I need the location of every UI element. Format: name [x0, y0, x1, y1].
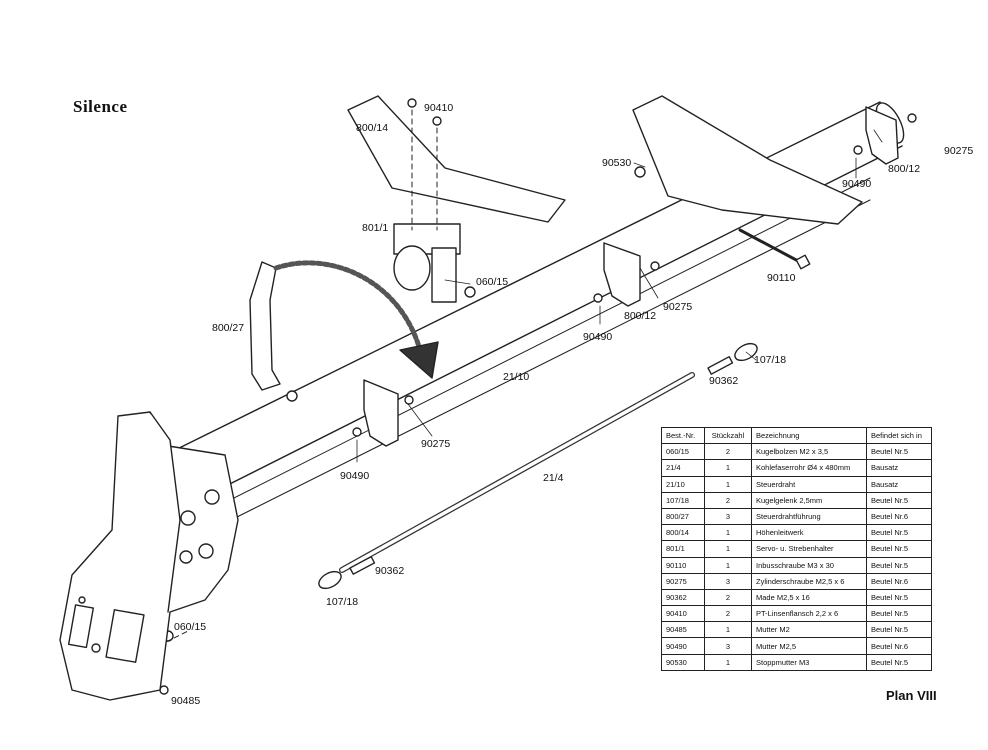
cell-quantity: 2 [704, 491, 752, 509]
cell-description: PT-Linsenflansch 2,2 x 6 [751, 605, 867, 623]
cell-quantity: 3 [704, 572, 752, 590]
cell-location: Beutel Nr.6 [866, 572, 932, 590]
cell-part-number: 800/27 [661, 507, 705, 526]
cell-part-number: 90275 [661, 572, 705, 590]
cell-part-number: 21/4 [661, 459, 705, 477]
cell-part-number: 801/1 [661, 540, 705, 558]
cell-quantity: 1 [704, 475, 752, 493]
cell-quantity: 2 [704, 605, 752, 623]
cell-location: Beutel Nr.5 [866, 540, 932, 558]
cell-location: Bausatz [866, 459, 932, 477]
cell-description: Kugelgelenk 2,5mm [751, 491, 867, 509]
cell-location: Beutel Nr.5 [866, 588, 932, 607]
cell-description: Kugelbolzen M2 x 3,5 [751, 443, 867, 461]
cell-part-number: 21/10 [661, 475, 705, 493]
cell-quantity: 1 [704, 653, 752, 671]
rod-guide-800-27 [249, 261, 281, 391]
plan-number: Plan VIII [886, 688, 937, 703]
small-hardware [159, 98, 917, 695]
tail-fin-800-14 [347, 95, 566, 223]
main-frame [59, 411, 239, 701]
cell-description: Mutter M2,5 [751, 637, 867, 655]
cell-quantity: 3 [704, 507, 752, 526]
cell-location: Beutel Nr.5 [866, 621, 932, 639]
cell-part-number: 107/18 [661, 491, 705, 509]
header-location: Befindet sich in [866, 426, 932, 445]
boom-clamp-800-12 [363, 106, 899, 447]
cell-quantity: 2 [704, 588, 752, 607]
cell-part-number: 90362 [661, 588, 705, 607]
cell-part-number: 060/15 [661, 443, 705, 461]
cell-quantity: 1 [704, 524, 752, 542]
cell-description: Stoppmutter M3 [751, 653, 867, 671]
cell-location: Beutel Nr.5 [866, 443, 932, 461]
install-arrow [273, 260, 423, 353]
header-part-number: Best.-Nr. [661, 426, 705, 445]
cell-location: Beutel Nr.5 [866, 491, 932, 509]
cell-part-number: 90410 [661, 605, 705, 623]
cell-description: Inbusschraube M3 x 30 [751, 556, 867, 574]
parts-table-header: Best.-Nr. Stückzahl Bezeichnung Befindet… [661, 426, 932, 445]
cell-location: Beutel Nr.5 [866, 605, 932, 623]
cell-quantity: 1 [704, 621, 752, 639]
cell-part-number: 90530 [661, 653, 705, 671]
cell-description: Mutter M2 [751, 621, 867, 639]
cell-location: Bausatz [866, 475, 932, 493]
cell-location: Beutel Nr.6 [866, 637, 932, 655]
cell-description: Made M2,5 x 16 [751, 588, 867, 607]
parts-table: Best.-Nr. Stückzahl Bezeichnung Befindet… [661, 426, 932, 671]
cell-location: Beutel Nr.6 [866, 507, 932, 526]
cell-location: Beutel Nr.5 [866, 524, 932, 542]
cell-description: Steuerdrahtführung [751, 507, 867, 526]
cell-location: Beutel Nr.5 [866, 556, 932, 574]
cell-description: Höhenleitwerk [751, 524, 867, 542]
cell-part-number: 800/14 [661, 524, 705, 542]
cell-quantity: 3 [704, 637, 752, 655]
cell-quantity: 2 [704, 443, 752, 461]
screw-90110 [738, 228, 811, 270]
servo-holder-801-1 [393, 223, 461, 303]
carbon-rod-21-4-inner [340, 373, 694, 572]
cell-quantity: 1 [704, 459, 752, 477]
model-title: Silence [73, 97, 128, 116]
cell-part-number: 90485 [661, 621, 705, 639]
cell-part-number: 90490 [661, 637, 705, 655]
control-rod-21-10 [214, 199, 871, 529]
cell-quantity: 1 [704, 540, 752, 558]
header-quantity: Stückzahl [704, 426, 752, 445]
cell-location: Beutel Nr.5 [866, 653, 932, 671]
cell-description: Servo- u. Strebenhalter [751, 540, 867, 558]
cell-quantity: 1 [704, 556, 752, 574]
leader-lines [356, 129, 883, 463]
header-description: Bezeichnung [751, 426, 867, 445]
install-arrow-head [399, 341, 439, 379]
cell-description: Zylinderschraube M2,5 x 6 [751, 572, 867, 590]
cell-description: Kohlefaserrohr Ø4 x 480mm [751, 459, 867, 477]
cell-part-number: 90110 [661, 556, 705, 574]
vertical-fin [632, 95, 863, 225]
assembly-lines [149, 109, 438, 651]
cell-description: Steuerdraht [751, 475, 867, 493]
